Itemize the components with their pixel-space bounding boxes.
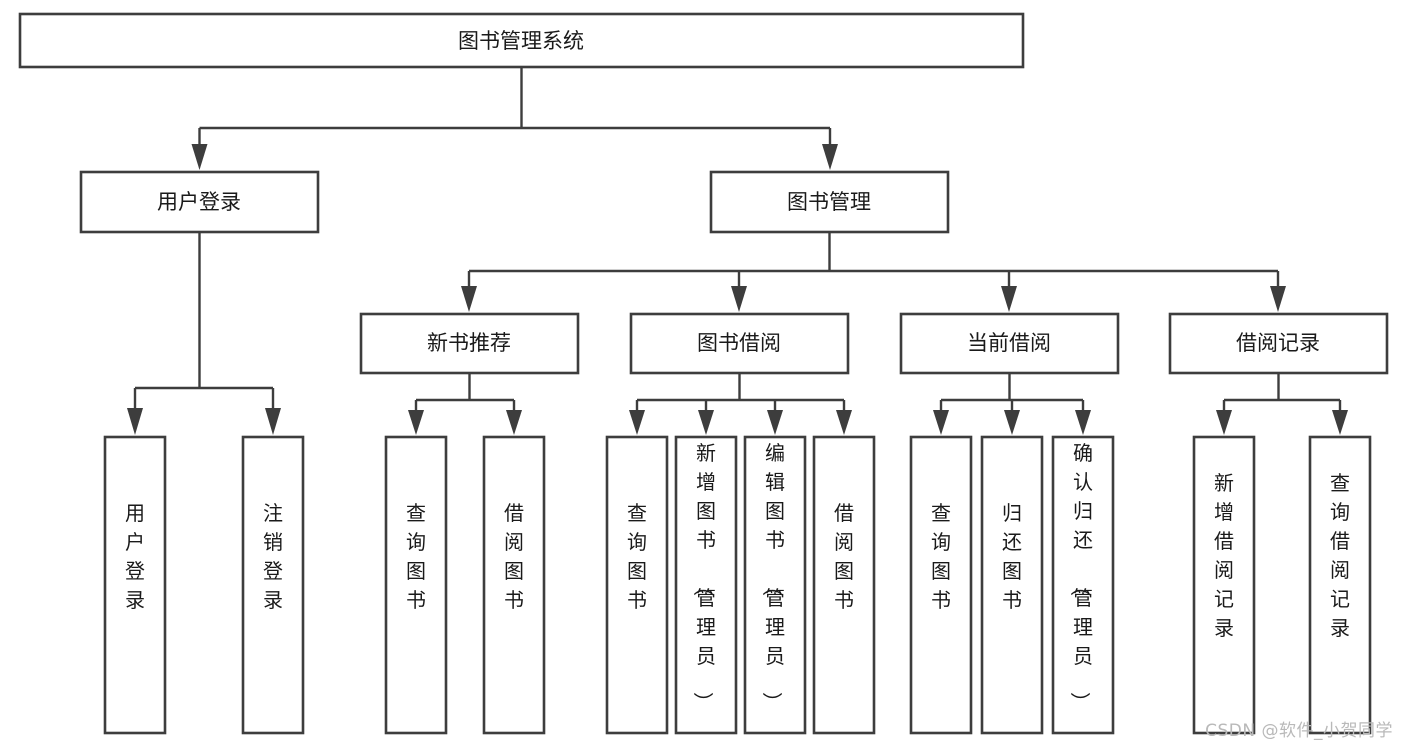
leaf-label: 新增借阅记录 — [1214, 471, 1234, 640]
node-user-login-box[interactable] — [79, 170, 320, 234]
leaf-box[interactable] — [1051, 435, 1115, 735]
leaf-box[interactable] — [241, 435, 305, 735]
leaf-label: 查询图书 — [627, 501, 647, 612]
leaf-node[interactable]: 用户登录 — [103, 435, 167, 735]
node-borrow-records-box[interactable] — [1168, 312, 1389, 375]
leaf-box[interactable] — [482, 435, 546, 735]
arrow-icon-user-login — [191, 144, 208, 170]
leaf-box[interactable] — [909, 435, 973, 735]
leaf-node[interactable]: 新增借阅记录 — [1192, 435, 1256, 735]
node-book-management-box[interactable] — [709, 170, 950, 234]
leaf-label: 借阅图书 — [504, 501, 524, 612]
leaf-label: 借阅图书 — [834, 501, 854, 612]
edges-records-to-leaves — [1216, 373, 1348, 435]
edges-userlogin-to-leaves — [127, 232, 281, 435]
node-new-book-recommend[interactable]: 新书推荐 — [359, 312, 580, 375]
arrow-icon-leaf-12 — [1216, 410, 1232, 435]
node-current-borrow[interactable]: 当前借阅 — [899, 312, 1120, 375]
leaf-node[interactable]: 归还图书 — [980, 435, 1044, 735]
arrow-icon-leaf-7 — [767, 410, 783, 435]
leaf-node[interactable]: 编辑图书（管理员） — [743, 435, 807, 735]
leaf-label: 用户登录 — [125, 501, 145, 612]
leaf-label: 归还图书 — [1002, 501, 1022, 612]
node-new-book-recommend-box[interactable] — [359, 312, 580, 375]
leaf-label: 查询借阅记录 — [1330, 471, 1350, 640]
node-book-borrow[interactable]: 图书借阅 — [629, 312, 850, 375]
leaf-label: 查询图书 — [406, 501, 426, 612]
arrow-icon-leaf-3 — [408, 410, 424, 435]
node-user-login-label: 用户登录 — [157, 190, 241, 214]
leaf-label: 注销登录 — [263, 501, 283, 612]
leaf-node[interactable]: 查询图书 — [384, 435, 448, 735]
arrow-icon-leaf-9 — [933, 410, 949, 435]
leaf-node[interactable]: 查询图书 — [605, 435, 669, 735]
leaf-node[interactable]: 新增图书（管理员） — [674, 435, 738, 735]
arrow-icon-leaf-13 — [1332, 410, 1348, 435]
arrow-icon-leaf-2 — [265, 408, 281, 435]
leaf-node[interactable]: 查询借阅记录 — [1308, 435, 1372, 735]
edges-current-to-leaves — [933, 373, 1091, 435]
node-book-borrow-box[interactable] — [629, 312, 850, 375]
arrow-icon-new-books — [461, 286, 477, 312]
node-root[interactable]: 图书管理系统 — [18, 12, 1025, 69]
leaf-box[interactable] — [605, 435, 669, 735]
leaf-label: 新增图书（管理员） — [691, 441, 716, 712]
leaf-box[interactable] — [674, 435, 738, 735]
leaf-node[interactable]: 注销登录 — [241, 435, 305, 735]
leaf-box[interactable] — [743, 435, 807, 735]
leaf-nodes: 用户登录 注销登录 查询图书 借阅图书 查询图书 新增图书（管理员） — [103, 435, 1372, 735]
arrow-icon-records — [1270, 286, 1286, 312]
arrow-icon-leaf-10 — [1004, 410, 1020, 435]
leaf-box[interactable] — [1192, 435, 1256, 735]
leaf-node[interactable]: 确认归还（管理员） — [1051, 435, 1115, 735]
node-user-login[interactable]: 用户登录 — [79, 170, 320, 234]
leaf-label: 确认归还（管理员） — [1068, 441, 1093, 712]
leaf-label: 编辑图书（管理员） — [760, 441, 785, 712]
node-borrow-records-label: 借阅记录 — [1236, 331, 1320, 355]
leaf-node[interactable]: 查询图书 — [909, 435, 973, 735]
arrow-icon-leaf-8 — [836, 410, 852, 435]
arrow-icon-leaf-11 — [1075, 410, 1091, 435]
arrow-icon-borrow — [731, 286, 747, 312]
leaf-box[interactable] — [812, 435, 876, 735]
node-borrow-records[interactable]: 借阅记录 — [1168, 312, 1389, 375]
leaf-node[interactable]: 借阅图书 — [482, 435, 546, 735]
arrow-icon-leaf-5 — [629, 410, 645, 435]
node-current-borrow-box[interactable] — [899, 312, 1120, 375]
arrow-icon-current — [1001, 286, 1017, 312]
edges-bookmgmt-to-level3 — [461, 232, 1286, 312]
node-book-management-label: 图书管理 — [787, 190, 871, 214]
edges-newbooks-to-leaves — [408, 373, 522, 435]
leaf-box[interactable] — [1308, 435, 1372, 735]
arrow-icon-leaf-4 — [506, 410, 522, 435]
edges-root-to-level2 — [191, 67, 838, 170]
leaf-box[interactable] — [980, 435, 1044, 735]
node-root-label: 图书管理系统 — [458, 29, 584, 53]
node-book-borrow-label: 图书借阅 — [697, 331, 781, 355]
arrow-icon-leaf-1 — [127, 408, 143, 435]
node-root-box[interactable] — [18, 12, 1025, 69]
leaf-node[interactable]: 借阅图书 — [812, 435, 876, 735]
leaf-box[interactable] — [384, 435, 448, 735]
node-book-management[interactable]: 图书管理 — [709, 170, 950, 234]
node-current-borrow-label: 当前借阅 — [967, 331, 1051, 355]
leaf-box[interactable] — [103, 435, 167, 735]
arrow-icon-book-mgmt — [822, 144, 838, 170]
arrow-icon-leaf-6 — [698, 410, 714, 435]
leaf-label: 查询图书 — [931, 501, 951, 612]
edges-bookborrow-to-leaves — [629, 373, 852, 435]
node-new-book-recommend-label: 新书推荐 — [427, 331, 511, 355]
